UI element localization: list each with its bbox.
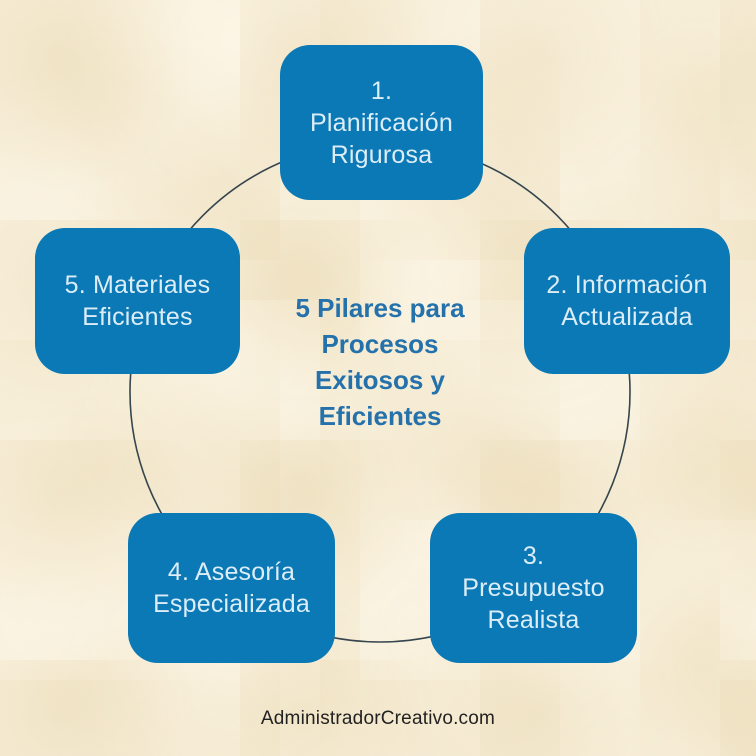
site-credit: AdministradorCreativo.com <box>260 708 496 729</box>
pillar-box-3: 3. Presupuesto Realista <box>430 513 637 663</box>
pillar-1-label: 1. Planificación Rigurosa <box>310 76 453 169</box>
pillar-box-1: 1. Planificación Rigurosa <box>280 45 483 200</box>
pillar-2-label: 2. Información Actualizada <box>546 271 708 331</box>
pillar-box-4: 4. Asesoría Especializada <box>128 513 335 663</box>
pillar-5-label: 5. Materiales Eficientes <box>64 271 211 331</box>
pillar-box-5: 5. Materiales Eficientes <box>35 228 240 374</box>
pillar-box-2: 2. Información Actualizada <box>524 228 730 374</box>
pillar-4-label: 4. Asesoría Especializada <box>153 558 310 618</box>
diagram-title: 5 Pilares para Procesos Exitosos y Efici… <box>295 293 465 431</box>
pillar-3-label: 3. Presupuesto Realista <box>462 542 605 634</box>
